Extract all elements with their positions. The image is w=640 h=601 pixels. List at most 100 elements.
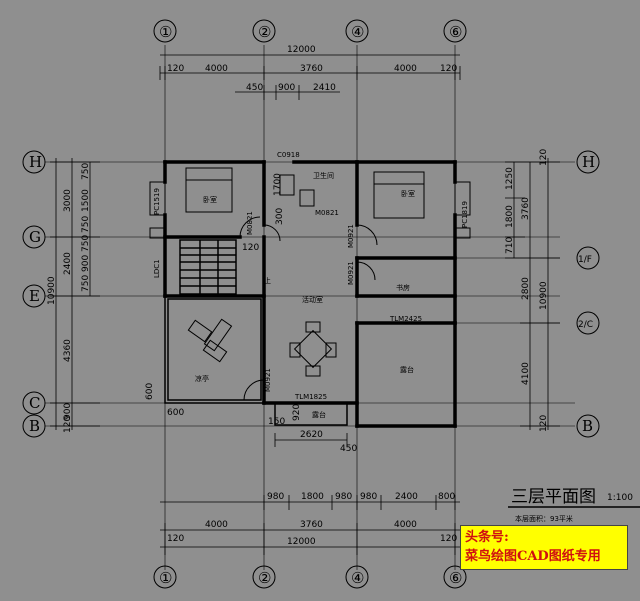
axis-label-left-b: B xyxy=(29,417,40,435)
axis-bubbles-left xyxy=(22,150,46,438)
dim-bottom-bay2: 3760 xyxy=(300,520,323,530)
bed-furniture xyxy=(185,167,425,219)
tag-ldc1: LDC1 xyxy=(153,259,161,278)
dim-bottom-edge-right: 120 xyxy=(440,534,457,544)
dim-right-edge-bottom: 120 xyxy=(539,415,549,432)
axis-label-bottom-1: ① xyxy=(159,569,172,587)
dim-int-300: 300 xyxy=(275,208,285,225)
dim-right-edge-top: 120 xyxy=(539,149,549,166)
axis-label-left-e: E xyxy=(29,287,40,305)
dim-left-3000: 3000 xyxy=(63,189,73,212)
dim-bottom-1800: 1800 xyxy=(301,492,324,502)
dim-right-3760: 3760 xyxy=(521,197,531,220)
axis-label-left-h: H xyxy=(29,153,42,171)
dim-bottom-2400: 2400 xyxy=(395,492,418,502)
tag-m0821b: M0821 xyxy=(246,211,254,235)
axis-label-right-1f: 1/F xyxy=(578,255,592,265)
dim-left-750a: 750 xyxy=(81,163,91,180)
dim-top-450: 450 xyxy=(246,83,263,93)
door-swings xyxy=(239,216,378,401)
table-furniture xyxy=(187,318,337,377)
axis-bubbles-bottom xyxy=(153,565,467,589)
axis-label-top-2: ② xyxy=(258,23,271,41)
axis-label-bottom-6: ⑥ xyxy=(449,569,462,587)
dim-int-920: 920 xyxy=(292,404,302,421)
dim-left-1500: 1500 xyxy=(81,189,91,212)
bay-windows xyxy=(149,181,471,239)
room-pavilion: 凉亭 xyxy=(195,374,209,383)
tag-pc1819: PC1819 xyxy=(461,201,469,228)
dim-right-total: 10900 xyxy=(539,281,549,310)
room-study: 书房 xyxy=(396,283,410,292)
axis-label-left-g: G xyxy=(29,228,41,246)
dim-left-900b: 900 xyxy=(81,255,91,272)
dimension-lines-top xyxy=(159,54,461,100)
tag-m0821: M0821 xyxy=(315,209,339,217)
tag-tlm2425: TLM2425 xyxy=(389,315,422,323)
dimension-lines-left xyxy=(50,158,100,430)
room-bedroom-right: 卧室 xyxy=(401,189,415,198)
axis-label-bottom-2: ② xyxy=(258,569,271,587)
dim-bottom-980b: 980 xyxy=(335,492,352,502)
tag-pc1519: PC1519 xyxy=(153,188,161,215)
axis-label-left-c: C xyxy=(29,394,40,412)
dim-top-2410: 2410 xyxy=(313,83,336,93)
tag-m0921b: M0921 xyxy=(347,261,355,285)
dim-top-bay1: 4000 xyxy=(205,64,228,74)
room-bedroom-left: 卧室 xyxy=(203,195,217,204)
dim-left-total: 10900 xyxy=(47,276,57,305)
dim-top-edge-left: 120 xyxy=(167,64,184,74)
axis-label-right-b: B xyxy=(582,417,593,435)
dim-int-2620: 2620 xyxy=(300,430,323,440)
dim-bottom-edge-left: 120 xyxy=(167,534,184,544)
dim-bottom-980c: 980 xyxy=(360,492,377,502)
dim-right-710: 710 xyxy=(505,237,515,254)
tag-up: 上 xyxy=(264,276,271,285)
drawing-title: 三层平面图 xyxy=(511,487,596,507)
dim-left-750d: 750 xyxy=(81,275,91,292)
dim-left-750c: 750 xyxy=(81,235,91,252)
axis-label-right-h: H xyxy=(582,153,595,171)
axis-label-top-4: ④ xyxy=(351,23,364,41)
axis-bubbles-top xyxy=(153,19,467,43)
watermark-badge: 头条号: 菜鸟绘图CAD图纸专用 xyxy=(460,525,628,570)
watermark-line1: 头条号: xyxy=(465,530,509,545)
tag-c0918: C0918 xyxy=(277,151,300,159)
tag-m0921a: M0921 xyxy=(347,224,355,248)
dim-right-2800: 2800 xyxy=(521,277,531,300)
dim-left-900: 900 xyxy=(63,403,73,420)
dim-left-2400: 2400 xyxy=(63,252,73,275)
dim-top-edge-right: 120 xyxy=(440,64,457,74)
dim-right-4100: 4100 xyxy=(521,362,531,385)
dim-int-450: 450 xyxy=(340,444,357,454)
dim-bottom-980a: 980 xyxy=(267,492,284,502)
dim-left-750b: 750 xyxy=(81,216,91,233)
dim-int-600a: 600 xyxy=(145,383,155,400)
room-bathroom: 卫生间 xyxy=(313,171,334,180)
dim-right-1800: 1800 xyxy=(505,205,515,228)
dim-lines-internal xyxy=(274,433,348,447)
dimension-lines-right xyxy=(505,158,560,430)
dim-bottom-bay3: 4000 xyxy=(394,520,417,530)
dim-int-600b: 600 xyxy=(167,408,184,418)
railings xyxy=(164,239,348,426)
axis-label-top-1: ① xyxy=(159,23,172,41)
dim-left-edge: 120 xyxy=(63,416,73,433)
axis-label-right-2c: 2/C xyxy=(578,320,593,330)
dim-top-total: 12000 xyxy=(287,45,316,55)
dim-int-1700: 1700 xyxy=(273,173,283,196)
axis-bubbles-right xyxy=(576,150,600,438)
axis-label-top-6: ⑥ xyxy=(449,23,462,41)
dim-top-bay3: 4000 xyxy=(394,64,417,74)
dim-bottom-800: 800 xyxy=(438,492,455,502)
axis-label-bottom-4: ④ xyxy=(351,569,364,587)
dim-top-bay2: 3760 xyxy=(300,64,323,74)
dimension-lines-bottom xyxy=(160,495,460,555)
room-terrace-main: 露台 xyxy=(400,365,414,374)
area-note: 本层面积：93平米 xyxy=(515,514,573,523)
dim-bottom-total: 12000 xyxy=(287,537,316,547)
tag-tlm1825: TLM1825 xyxy=(294,393,327,401)
room-activity: 活动室 xyxy=(302,295,323,304)
